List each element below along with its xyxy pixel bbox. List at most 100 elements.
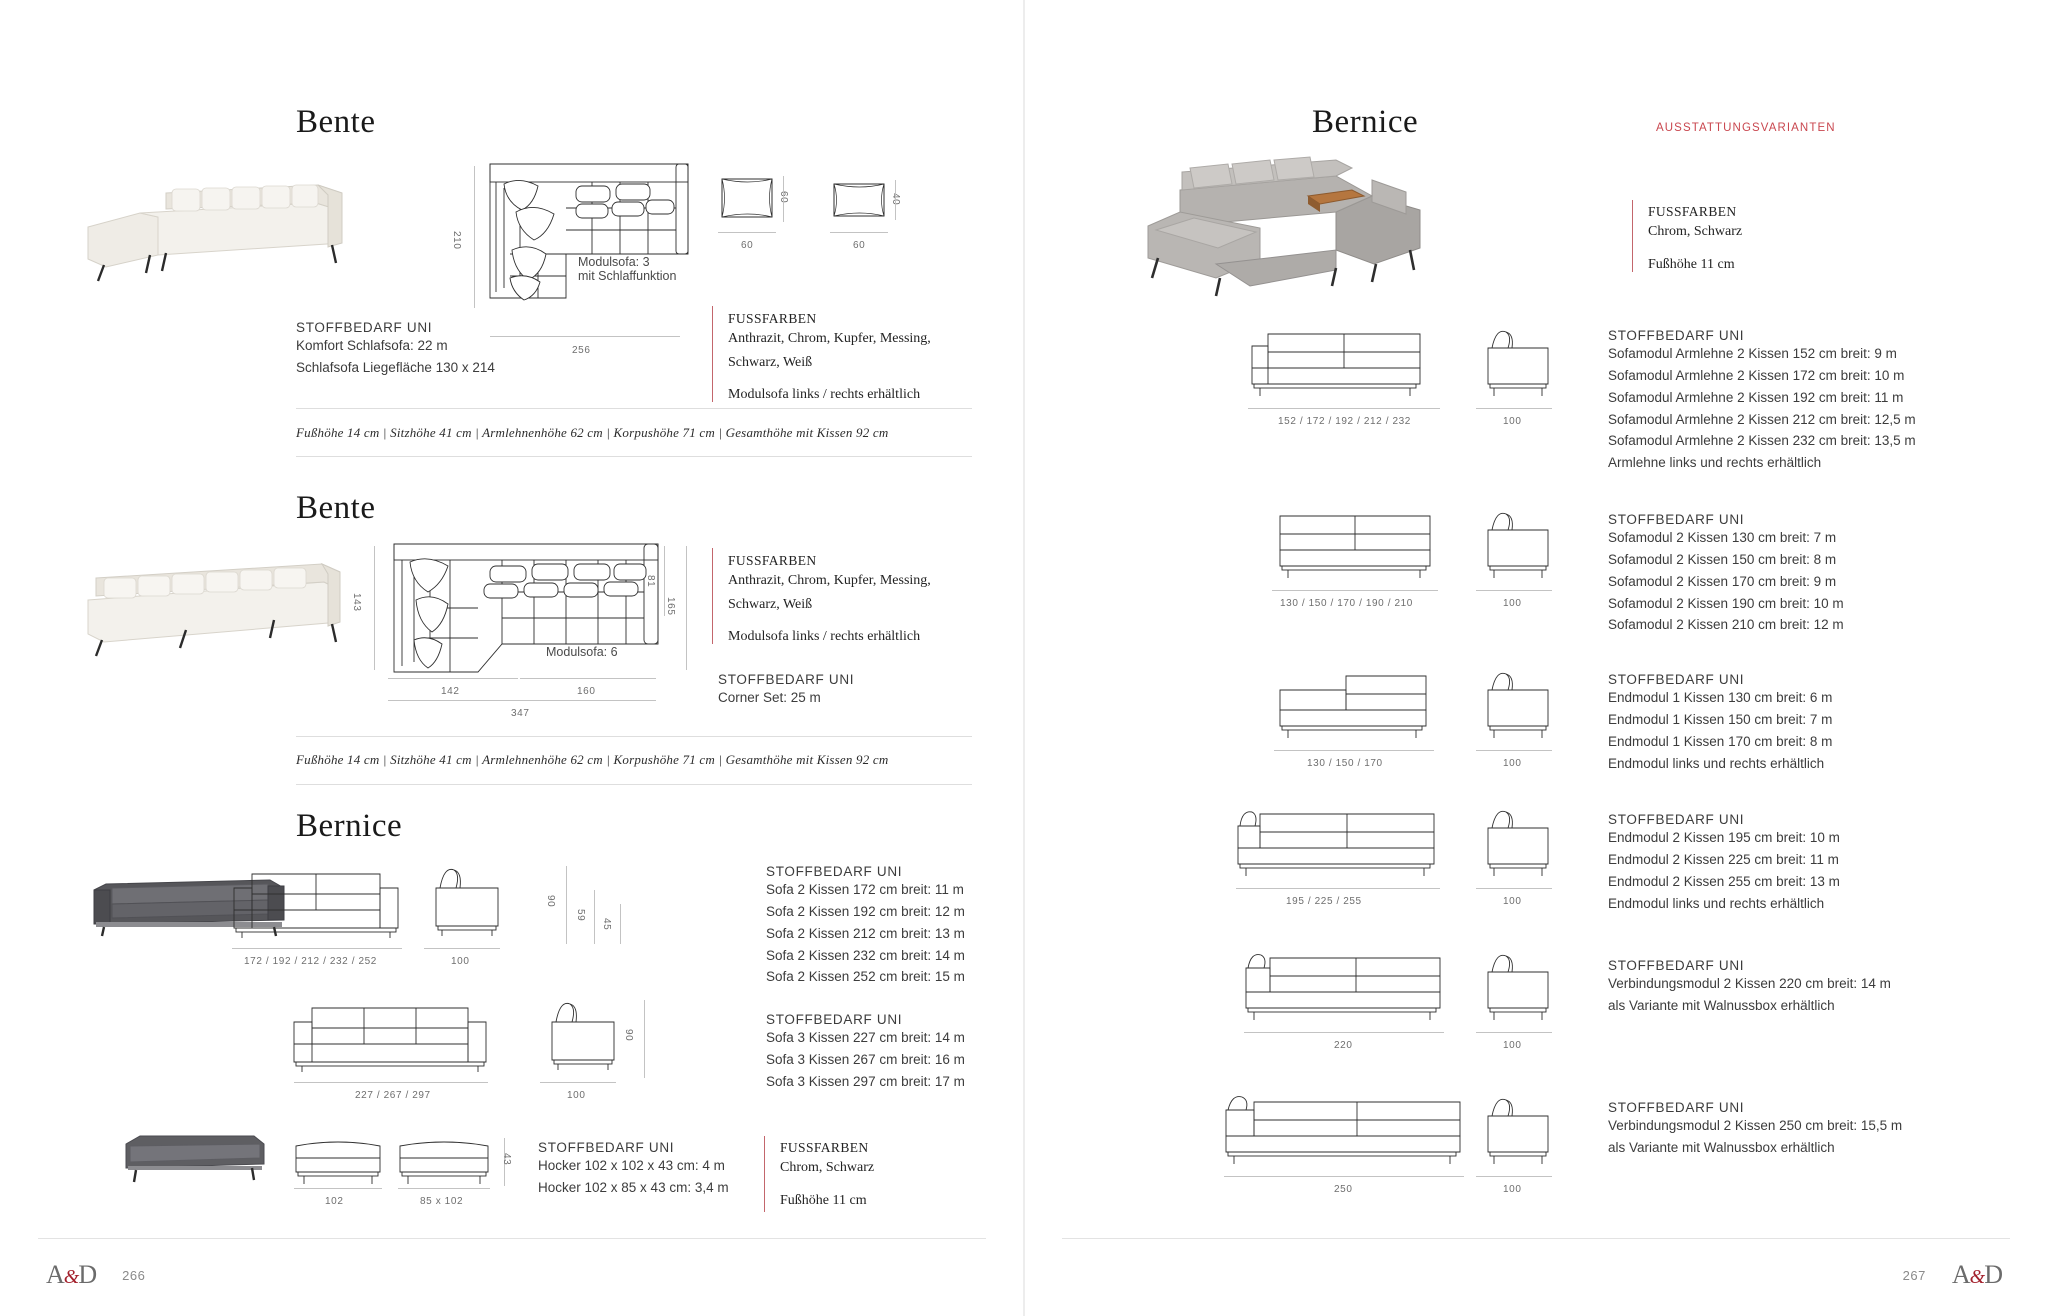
page-number-right: 267: [1902, 1267, 1926, 1283]
dim-rule-r6-side: [1476, 1176, 1552, 1177]
stoffbedarf-line: Sofamodul Armlehne 2 Kissen 212 cm breit…: [1608, 411, 1916, 427]
fussfarben-extra: Fußhöhe 11 cm: [780, 1192, 867, 1208]
dim-line-165: [686, 546, 687, 670]
logo-amp: &: [1969, 1266, 1986, 1288]
stoffbedarf-line: Verbindungsmodul 2 Kissen 220 cm breit: …: [1608, 976, 1891, 991]
dim-rule-row2-side: [540, 1082, 616, 1083]
dim-r3-front: 130 / 150 / 170: [1307, 758, 1383, 769]
dim-pillow1-height-wrap: 60: [778, 186, 801, 204]
stoffbedarf-line: Sofa 2 Kissen 192 cm breit: 12 m: [766, 903, 965, 919]
note-line-2: mit Schlaffunktion: [578, 269, 677, 283]
dim-256: 256: [572, 345, 591, 356]
technical-drawing-bernice-3k-side: [540, 1000, 628, 1076]
logo-pre: A: [1951, 1260, 1971, 1289]
page-number-left: 266: [122, 1267, 146, 1283]
section-title-bente-2: Bente: [296, 490, 376, 526]
dim-r1-side: 100: [1503, 416, 1522, 427]
dim-r4-front: 195 / 225 / 255: [1286, 896, 1362, 907]
accent-rule-fussfarben-hocker: [764, 1136, 765, 1212]
technical-drawing-endmodul-1k: [1274, 670, 1434, 744]
stoffbedarf-line: Endmodul 1 Kissen 130 cm breit: 6 m: [1608, 690, 1833, 705]
technical-drawing-r3-side: [1476, 670, 1562, 744]
stoffbedarf-line: Sofa 2 Kissen 232 cm breit: 14 m: [766, 947, 965, 963]
stoffbedarf-line: Endmodul links und rechts erhältlich: [1608, 895, 1825, 911]
pillow-drawing-60x40: [830, 180, 888, 220]
stoffbedarf-block-bente-1: STOFFBEDARF UNI Komfort Schlafsofa: 22 m…: [296, 320, 495, 379]
fussfarben-line: Schwarz, Weiß: [728, 354, 813, 370]
dim-rule-r5-side: [1476, 1032, 1552, 1033]
stoffbedarf-line: Sofa 3 Kissen 297 cm breit: 17 m: [766, 1073, 965, 1089]
stoffbedarf-line: Endmodul links und rechts erhältlich: [1608, 755, 1825, 771]
dim-line-row2-90: [644, 1000, 645, 1078]
fussfarben-heading: FUSSFARBEN: [728, 311, 817, 326]
logo-post: D: [1984, 1260, 2003, 1289]
dim-row2-side: 100: [567, 1090, 586, 1101]
stoffbedarf-heading: STOFFBEDARF UNI: [766, 864, 903, 879]
section-title-bente-1: Bente: [296, 104, 376, 140]
accent-rule-fussfarben-2: [712, 548, 713, 644]
footer-rule: [38, 1238, 986, 1239]
stoffbedarf-line: Hocker 102 x 85 x 43 cm: 3,4 m: [538, 1179, 729, 1195]
stoffbedarf-line: Endmodul 1 Kissen 150 cm breit: 7 m: [1608, 711, 1833, 727]
dim-line-vertical: [474, 166, 475, 308]
stoffbedarf-block-bernice-3k: STOFFBEDARF UNI Sofa 3 Kissen 227 cm bre…: [766, 1012, 965, 1093]
dim-vertical-210: 210: [451, 226, 481, 250]
stoffbedarf-line: Sofamodul 2 Kissen 190 cm breit: 10 m: [1608, 595, 1844, 611]
logo-post: D: [78, 1260, 97, 1289]
technical-drawing-r6-side: [1476, 1096, 1562, 1170]
footer-rule: [1062, 1238, 2010, 1239]
stoffbedarf-heading: STOFFBEDARF UNI: [1608, 512, 1745, 527]
dim-rule-pillow2: [830, 232, 888, 233]
technical-drawing-bente-topview-2: [386, 540, 668, 690]
dim-rule-r5-front: [1244, 1032, 1444, 1033]
dim-81: 81: [645, 575, 656, 588]
dim-rule-pillow1: [718, 232, 776, 233]
stoffbedarf-block-r2: STOFFBEDARF UNI Sofamodul 2 Kissen 130 c…: [1608, 512, 1844, 636]
stoffbedarf-line: Sofamodul 2 Kissen 150 cm breit: 8 m: [1608, 551, 1837, 567]
accent-rule-fussfarben-right: [1632, 200, 1633, 272]
spec-line-bente-2: Fußhöhe 14 cm | Sitzhöhe 41 cm | Armlehn…: [296, 752, 889, 767]
technical-drawing-bernice-2k-side: [424, 866, 512, 942]
dim-r1-front: 152 / 172 / 192 / 212 / 232: [1278, 416, 1411, 427]
dim-165-wrap: 165: [665, 592, 695, 616]
logo-ad-left: A&D: [46, 1260, 97, 1290]
divider-above-spec-1: [296, 408, 972, 409]
stoffbedarf-line: Sofa 3 Kissen 227 cm breit: 14 m: [766, 1030, 965, 1045]
stoffbedarf-line: Sofamodul 2 Kissen 170 cm breit: 9 m: [1608, 573, 1837, 589]
dim-45-wrap: 45: [601, 913, 624, 931]
fussfarben-line: Chrom, Schwarz: [1648, 224, 1743, 239]
logo-ad-right: A&D: [1951, 1260, 2003, 1290]
dim-rule-r3-side: [1476, 750, 1552, 751]
technical-drawing-r1-side: [1476, 328, 1562, 402]
dim-160: 160: [577, 686, 596, 697]
dim-rule-hocker-85x102: [398, 1188, 490, 1189]
stoffbedarf-line: Sofa 3 Kissen 267 cm breit: 16 m: [766, 1051, 965, 1067]
technical-drawing-verbindungsmodul-220: [1240, 952, 1450, 1026]
stoffbedarf-line: Hocker 102 x 102 x 43 cm: 4 m: [538, 1158, 725, 1173]
page-gutter: [1023, 0, 1025, 1316]
stoffbedarf-line: Sofa 2 Kissen 212 cm breit: 13 m: [766, 925, 965, 941]
stoffbedarf-line: als Variante mit Walnussbox erhältlich: [1608, 1139, 1835, 1155]
technical-drawing-hocker-85x102: [394, 1132, 494, 1194]
product-photo-bente-long: [78, 548, 348, 660]
dim-line-81: [664, 546, 665, 616]
stoffbedarf-block-r4: STOFFBEDARF UNI Endmodul 2 Kissen 195 cm…: [1608, 812, 1840, 914]
right-page: Bernice AUSSTATTUNGSVARIANTEN: [1024, 0, 2048, 1316]
fussfarben-block-bente-2: FUSSFARBEN Anthrazit, Chrom, Kupfer, Mes…: [728, 553, 931, 649]
dim-rule-r4-front: [1236, 888, 1440, 889]
dim-rule-r1-side: [1476, 408, 1552, 409]
stoffbedarf-heading: STOFFBEDARF UNI: [1608, 672, 1745, 687]
product-photo-bernice-dark: [88, 862, 288, 940]
logo-amp: &: [63, 1266, 80, 1288]
dim-r5-front: 220: [1334, 1040, 1353, 1051]
dim-line-45: [620, 904, 621, 944]
stoffbedarf-line: Komfort Schlafsofa: 22 m: [296, 338, 448, 353]
dim-rule-hocker-102: [294, 1188, 382, 1189]
dim-90-wrap: 90: [545, 890, 568, 908]
dim-rule-r3-front: [1274, 750, 1434, 751]
fussfarben-heading: FUSSFARBEN: [1648, 204, 1737, 219]
stoffbedarf-line: Sofamodul Armlehne 2 Kissen 152 cm breit…: [1608, 346, 1897, 361]
spec-line-bente-1: Fußhöhe 14 cm | Sitzhöhe 41 cm | Armlehn…: [296, 425, 889, 440]
technical-drawing-endmodul-2k: [1232, 808, 1442, 882]
